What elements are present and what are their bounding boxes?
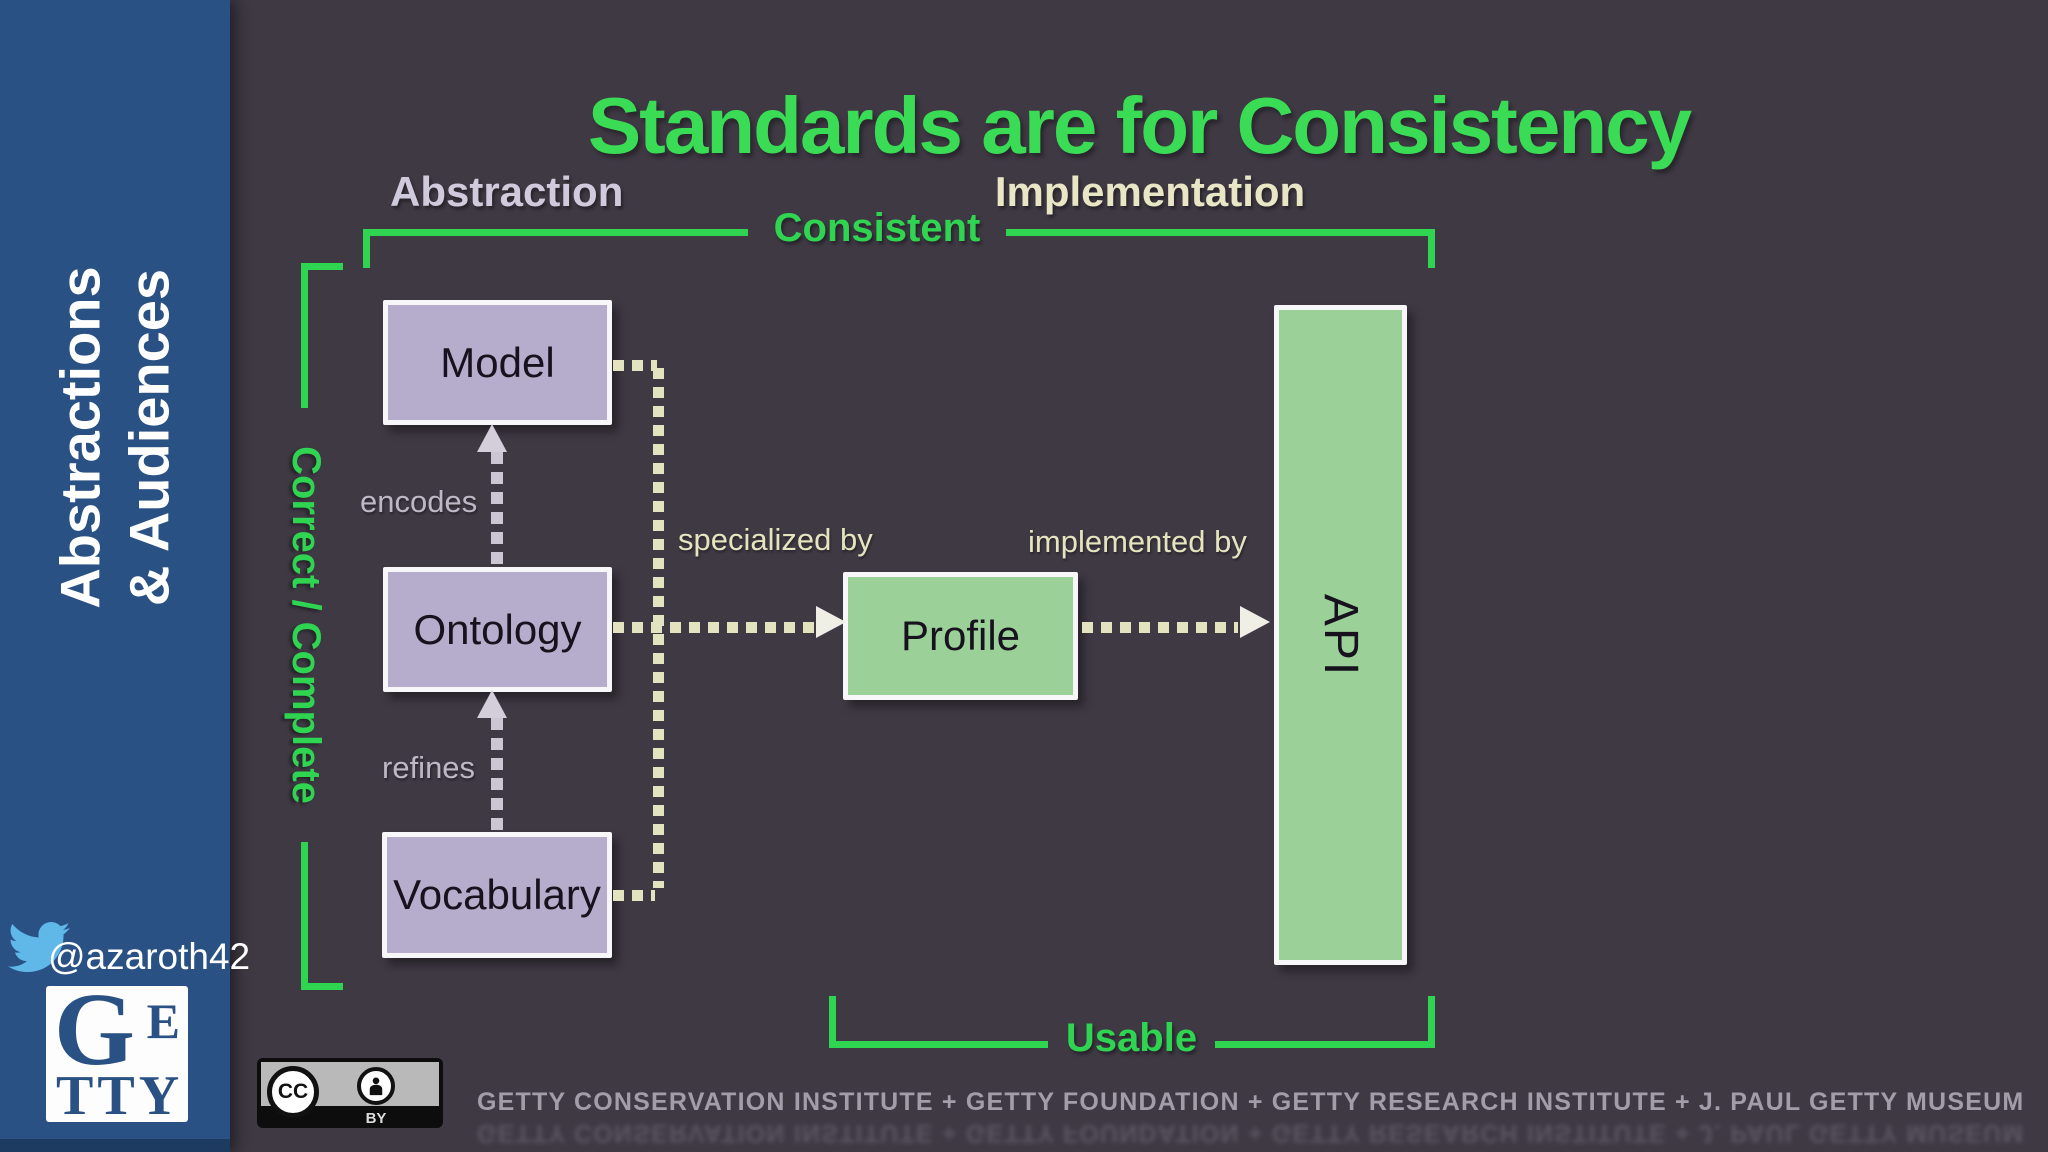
arrow-specialized-by-head (816, 606, 846, 638)
column-header-abstraction: Abstraction (390, 168, 624, 215)
box-ontology: Ontology (383, 567, 612, 692)
footer-credits-reflection: GETTY CONSERVATION INSTITUTE + GETTY FOU… (477, 1119, 2025, 1147)
box-vocabulary: Vocabulary (382, 832, 612, 958)
column-header-implementation: Implementation (994, 168, 1306, 215)
arrow-specialized-by-shaft (613, 622, 818, 633)
bracket-usable-tick-left (829, 996, 836, 1048)
getty-logo-letters-tty: TTY (56, 1065, 184, 1127)
arrow-implemented-by-shaft (1082, 622, 1238, 633)
arrow-implemented-by-head (1240, 606, 1270, 638)
footer-credits: GETTY CONSERVATION INSTITUTE + GETTY FOU… (477, 1088, 2025, 1116)
arrow-refines-shaft (491, 718, 503, 832)
twitter-row: @azaroth42 (2, 916, 250, 980)
bracket-consistent-label: Consistent (773, 206, 981, 250)
connector-model-stub (613, 360, 657, 371)
bracket-consistent-tick-right (1428, 229, 1435, 268)
box-vocabulary-label: Vocabulary (393, 871, 601, 918)
bracket-correct-tick-bottom (301, 983, 343, 990)
bracket-correct-line-top (301, 263, 308, 408)
edge-label-encodes: encodes (360, 484, 478, 519)
deck-title-line2: & Audiences (117, 268, 180, 607)
box-model-label: Model (440, 338, 555, 386)
box-api: API (1274, 305, 1407, 965)
box-profile: Profile (843, 572, 1078, 700)
connector-vocabulary-stub (613, 890, 655, 901)
getty-logo-letter-g: G (54, 972, 135, 1087)
bracket-correct-line-bottom (301, 842, 308, 990)
bracket-usable-line-left (829, 1041, 1048, 1048)
cc-by-license-badge: CC BY (257, 1058, 443, 1128)
arrow-encodes-head (477, 424, 507, 452)
edge-label-refines: refines (382, 750, 476, 785)
bracket-correct-complete-label: Correct / Complete (284, 446, 328, 804)
getty-logo-letter-e: E (146, 993, 180, 1049)
box-ontology-label: Ontology (413, 605, 582, 653)
deck-title-line1: Abstractions (48, 266, 112, 609)
bracket-correct-tick-top (301, 263, 343, 270)
box-profile-label: Profile (900, 612, 1021, 659)
cc-by-label: BY (365, 1110, 387, 1127)
slide-title: Standards are for Consistency (587, 80, 1692, 170)
sidebar-bottom-strip (0, 1139, 230, 1152)
arrow-encodes-shaft (491, 452, 503, 567)
bracket-consistent-tick-left (363, 229, 370, 268)
edge-label-specialized-by: specialized by (678, 522, 873, 557)
bracket-usable-tick-right (1428, 996, 1435, 1048)
twitter-handle: @azaroth42 (48, 936, 251, 977)
edge-label-implemented-by: implemented by (1028, 524, 1247, 559)
box-api-label: API (1314, 593, 1367, 677)
bracket-consistent-line-right (1006, 229, 1435, 236)
arrow-refines-head (477, 690, 507, 718)
attribution-person-icon (357, 1067, 395, 1105)
bracket-consistent-line-left (363, 229, 748, 236)
cc-icon: CC (267, 1066, 319, 1118)
box-model: Model (383, 300, 612, 425)
deck-title: Abstractions & Audiences (0, 223, 233, 653)
getty-logo: G E TTY (46, 972, 188, 1127)
twitter-bird-icon (8, 921, 70, 973)
sidebar: Abstractions & Audiences @azaroth42 G E … (0, 0, 250, 1152)
bracket-usable-label: Usable (1065, 1016, 1198, 1060)
bracket-usable-line-right (1215, 1041, 1435, 1048)
